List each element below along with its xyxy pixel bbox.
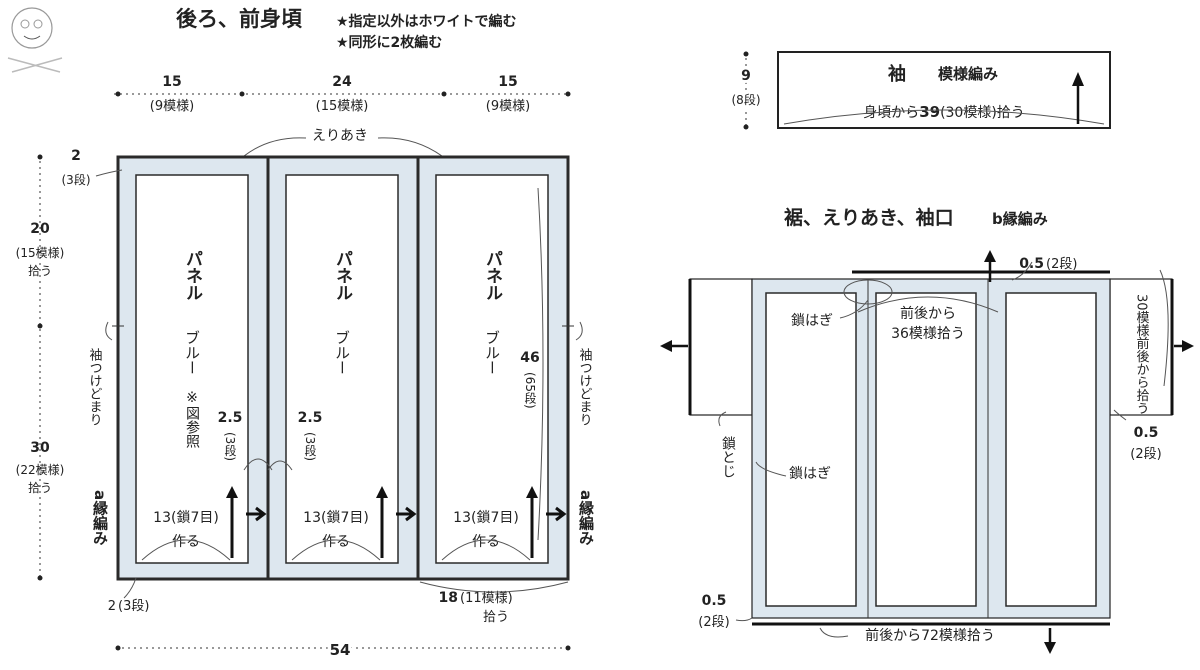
top-margin-sub: (3段) (62, 172, 91, 187)
height-46-sub: (65段) (523, 372, 537, 409)
chain-label-1: 13(鎖7目) (153, 510, 219, 526)
panel-title-1: パネル (182, 250, 203, 301)
panel-side-sub-1: (3段) (223, 432, 237, 461)
top-right-sub: (2段) (1046, 257, 1077, 272)
bottom-right-pickup: 拾う (483, 610, 509, 625)
sleeve-title: 袖 (888, 63, 906, 85)
bottom-pickup-label: 前後から72模様拾う (865, 627, 995, 644)
arrow-left-icon (660, 340, 688, 352)
hem-title: 裾、えりあき、袖口 (784, 206, 954, 229)
hem-edge-knit: b縁編み (992, 210, 1048, 228)
panel-side-value-2: 2.5 (298, 410, 323, 426)
bottom-margin-sub: (3段) (118, 599, 149, 614)
sleeve-stop-left: 袖つけどまり (87, 348, 103, 426)
sleeve-pattern: 模様編み (938, 65, 998, 83)
sleeve-direction-arrow (1072, 72, 1084, 124)
upper-height-value: 20 (30, 221, 50, 237)
panel-color-1: ブルー (183, 330, 201, 375)
height-46-value: 46 (520, 350, 539, 366)
lower-height-value: 30 (30, 440, 50, 456)
make-label-3: 作る (472, 534, 500, 550)
panel-ref-1: ※図参照 (184, 390, 200, 448)
chain-close-label: 鎖とじ (720, 436, 736, 478)
bottom-right-value: 18 (439, 590, 458, 606)
width-center-sub: (15模様) (316, 99, 369, 114)
sleeve-height-value: 9 (741, 68, 751, 84)
note-1: ★指定以外はホワイトで編む (336, 13, 517, 30)
sleeve-stop-right: 袖つけどまり (577, 348, 593, 426)
sleeve-pickup: 身頃から39(30模様)拾う (863, 103, 1025, 121)
width-right-sub: (9模様) (486, 99, 530, 114)
width-right-value: 15 (498, 74, 517, 90)
knit-direction-arrow-3 (526, 486, 538, 558)
chain-label-3: 13(鎖7目) (453, 510, 519, 526)
arrow-up-icon (984, 250, 996, 282)
note-2: ★同形に2枚編む (336, 34, 442, 51)
bottom-left-sub: (2段) (698, 615, 729, 630)
row-direction-arrow-2 (396, 506, 417, 522)
knit-direction-arrow-2 (376, 486, 388, 558)
panel-title-3: パネル (482, 250, 503, 301)
sleeve-height-sub: (8段) (732, 92, 761, 107)
panel-side-sub-2: (3段) (303, 432, 317, 461)
make-label-1: 作る (172, 534, 200, 550)
panel-color-3: ブルー (483, 330, 501, 375)
side-pickup-label: 30模様前後から拾う (1134, 294, 1150, 415)
upper-height-sub: (15模様) (16, 246, 65, 260)
lower-height-pickup: 拾う (28, 480, 52, 495)
right-margin-value: 0.5 (1134, 425, 1159, 441)
neck-opening-label: えりあき (312, 128, 368, 144)
bottom-margin-value: 2 (108, 599, 116, 614)
upper-height-pickup: 拾う (28, 263, 52, 278)
row-direction-arrow-1 (246, 506, 267, 522)
right-margin-sub: (2段) (1130, 447, 1161, 462)
bottom-right-sub: (11模様) (460, 591, 513, 606)
bottom-left-value: 0.5 (702, 593, 727, 609)
panel-side-value-1: 2.5 (218, 410, 243, 426)
edge-knit-left: a縁編み (91, 490, 109, 545)
chain-label-2: 13(鎖7目) (303, 510, 369, 526)
chain-join-label-1: 鎖はぎ (791, 313, 833, 329)
lower-height-sub: (22模様) (16, 463, 65, 477)
width-left-value: 15 (162, 74, 181, 90)
front-back-label-1: 前後から (900, 305, 956, 322)
edge-knit-right: a縁編み (577, 490, 595, 545)
top-right-value: 0.5 (1019, 256, 1044, 272)
mascot-icon (7, 7, 63, 73)
row-direction-arrow-3 (546, 506, 567, 522)
page-title: 後ろ、前身頃 (176, 7, 303, 31)
total-width: 54 (330, 641, 351, 659)
knit-direction-arrow-1 (226, 486, 238, 558)
panel-title-2: パネル (332, 250, 353, 301)
width-center-value: 24 (332, 74, 352, 90)
make-label-2: 作る (322, 534, 350, 550)
chain-join-label-2: 鎖はぎ (789, 466, 831, 482)
top-margin-value: 2 (71, 148, 81, 164)
front-back-label-2: 36模様拾う (891, 326, 965, 342)
sleeve-rect (777, 51, 1111, 129)
assembled-body (688, 270, 1174, 626)
arrow-down-icon (1044, 628, 1056, 654)
arrow-right-icon (1174, 340, 1194, 352)
panel-color-2: ブルー (333, 330, 351, 375)
width-left-sub: (9模様) (150, 99, 194, 114)
